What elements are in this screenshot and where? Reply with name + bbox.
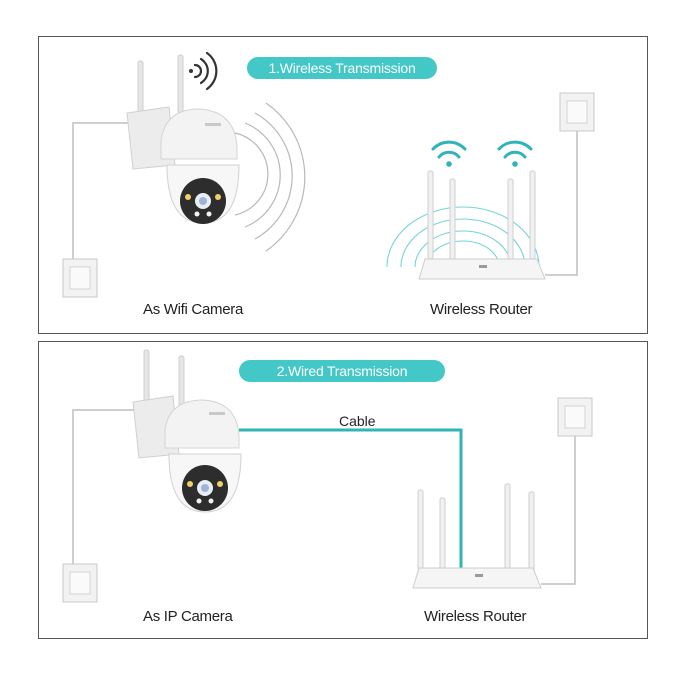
wired-illustration: [62, 349, 593, 603]
wired-transmission-badge: 2.Wired Transmission: [239, 360, 445, 382]
ip-camera-label: As IP Camera: [143, 608, 233, 625]
wireless-illustration: [62, 51, 595, 298]
ptz-camera-icon: [132, 349, 242, 513]
camera-power-cable: [72, 122, 139, 259]
wifi-icon: [189, 51, 218, 91]
router-signal-waves: [386, 206, 540, 268]
router-icon: [412, 483, 542, 589]
wireless-transmission-badge: 1.Wireless Transmission: [247, 57, 437, 79]
wireless-router-label: Wireless Router: [424, 608, 527, 625]
ptz-camera-icon: [126, 54, 240, 224]
wireless-panel: 1.Wireless Transmission: [38, 36, 648, 334]
ethernet-cable: [239, 428, 463, 570]
router-icon: [418, 170, 546, 280]
router-wifi-icons: [431, 140, 533, 167]
wireless-router-label: Wireless Router: [430, 301, 533, 318]
router-power-cable: [541, 434, 576, 585]
outlet-icon: [62, 563, 98, 603]
outlet-icon: [559, 92, 595, 132]
wired-panel: 2.Wired Transmission: [38, 341, 648, 639]
camera-power-cable: [72, 409, 139, 564]
outlet-icon: [62, 258, 98, 298]
wifi-camera-label: As Wifi Camera: [143, 301, 243, 318]
camera-signal-waves: [234, 102, 306, 252]
outlet-icon: [557, 397, 593, 437]
router-power-cable: [545, 127, 578, 276]
cable-label: Cable: [339, 413, 376, 429]
